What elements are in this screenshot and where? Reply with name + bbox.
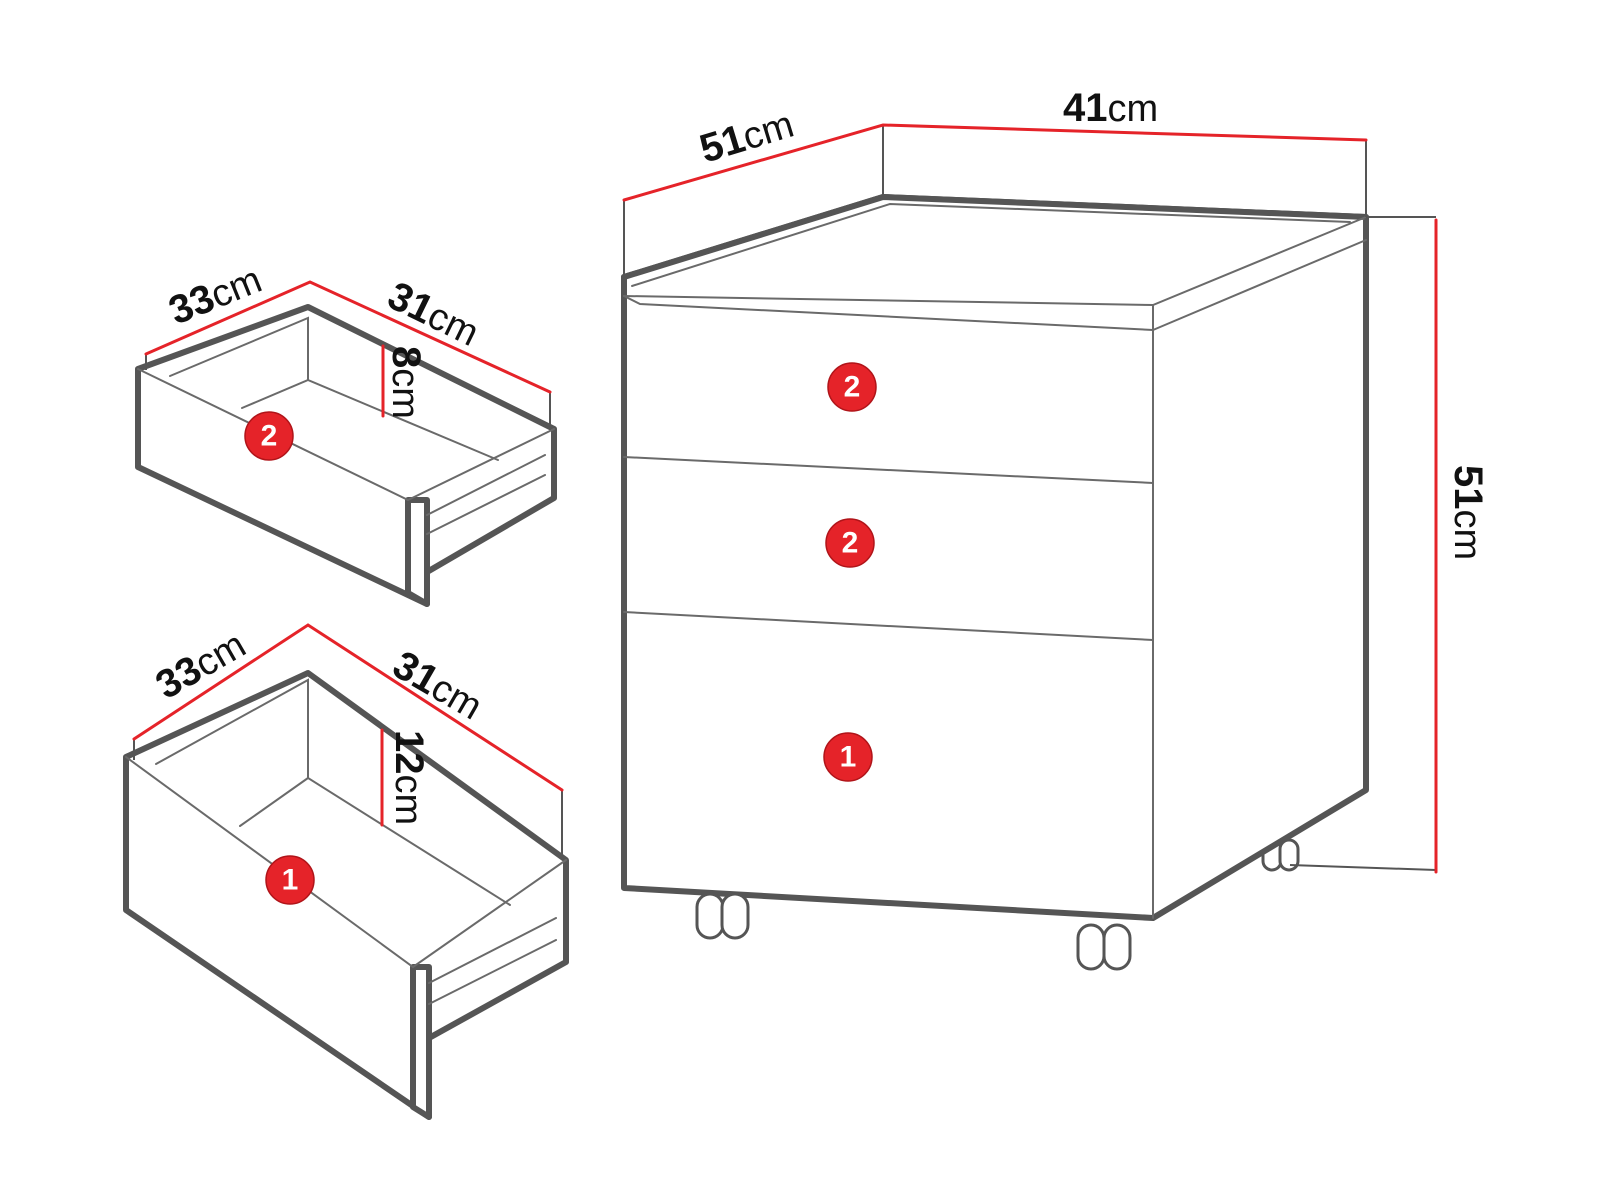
drawer-small-height-label: 8cm: [384, 346, 428, 419]
cabinet-drawer-top-badge: [827, 362, 877, 412]
wheel-back-right: [1261, 838, 1300, 872]
cabinet-drawer-top-badge-label: 2: [844, 371, 861, 404]
drawer-small: 2 33cm 31cm 8cm: [135, 257, 557, 607]
cabinet-drawer-bottom-badge-label: 1: [840, 741, 857, 774]
drawer-small-width-label: 31cm: [381, 274, 486, 355]
wheel-front-right: [1076, 923, 1132, 971]
cabinet-drawer-middle-badge-label: 2: [842, 527, 859, 560]
drawer-large-width-label: 31cm: [386, 643, 490, 729]
drawer-large: 1 33cm 31cm 12cm: [123, 623, 569, 1120]
cabinet-drawer-bottom-badge: [823, 732, 873, 782]
drawer-large-badge-label: 1: [282, 864, 299, 897]
drawer-large-height-label: 12cm: [387, 730, 431, 825]
drawer-small-depth-label: 33cm: [163, 257, 268, 333]
wheel-front-left: [695, 892, 750, 940]
drawer-small-badge-label: 2: [261, 420, 278, 453]
cabinet-depth-label: 51cm: [695, 102, 799, 172]
drawer-small-badge: [244, 411, 294, 461]
cabinet-width-label: 41cm: [1063, 86, 1158, 130]
cabinet-height-label: 51cm: [1446, 465, 1490, 560]
cabinet: 2 2 1 51cm 41cm 51cm: [621, 86, 1490, 971]
cabinet-drawer-middle-badge: [825, 518, 875, 568]
drawer-large-badge: [265, 855, 315, 905]
